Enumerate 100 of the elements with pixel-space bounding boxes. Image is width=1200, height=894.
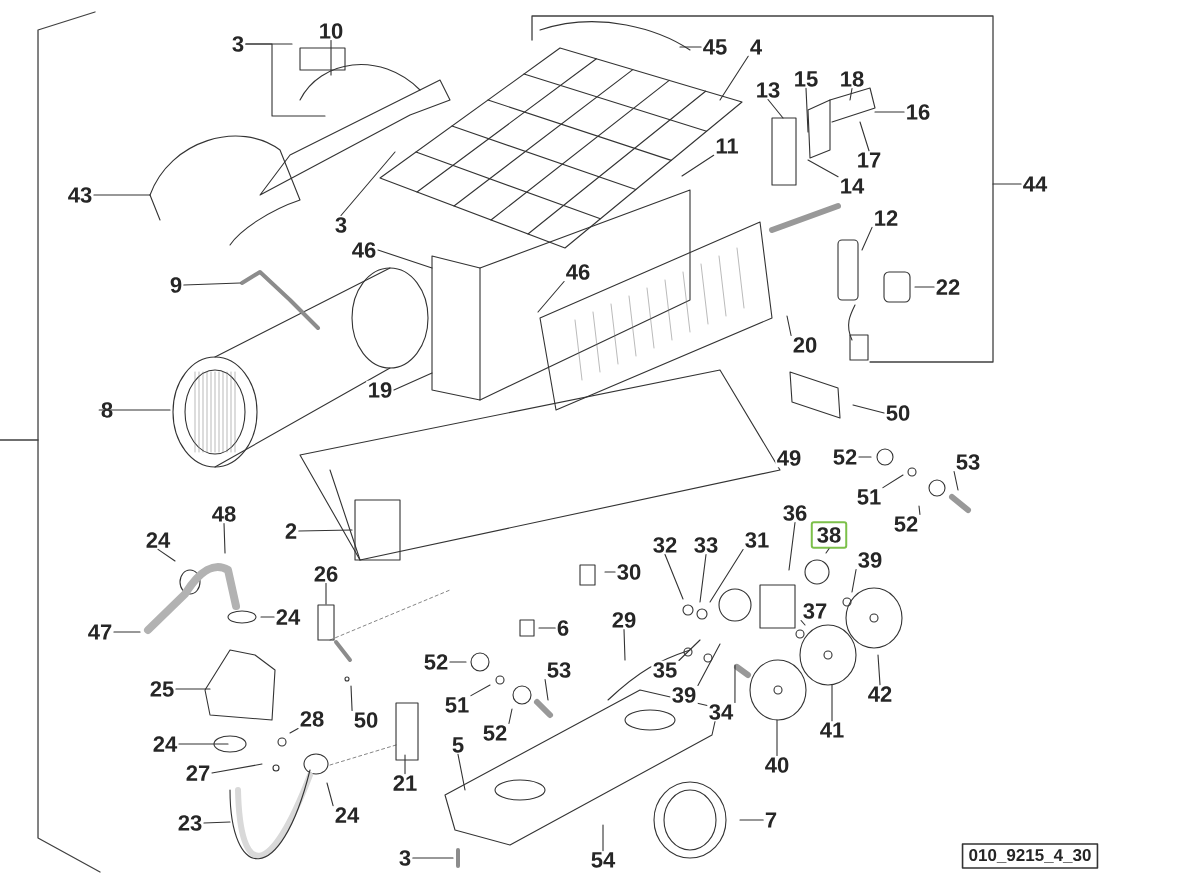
leader-line — [699, 553, 707, 603]
leader-line — [178, 743, 229, 745]
leader-line — [734, 664, 736, 704]
callout-number: 24 — [274, 607, 302, 627]
callout-number: 50 — [352, 710, 380, 730]
callout-number: 45 — [701, 37, 729, 57]
callout-number: 33 — [692, 535, 720, 555]
leader-line — [340, 151, 396, 217]
callout-number: 39 — [670, 685, 698, 705]
leader-line — [861, 226, 873, 251]
callout-number: 12 — [872, 208, 900, 228]
callout-number: 18 — [838, 69, 866, 89]
leader-line — [298, 529, 353, 532]
leader-line — [211, 763, 263, 774]
leader-line — [877, 654, 881, 686]
callout-number: 24 — [144, 530, 172, 550]
leader-line — [825, 548, 830, 554]
callout-number: 19 — [366, 380, 394, 400]
callout-number: 47 — [86, 622, 114, 642]
leader-line — [377, 249, 433, 269]
callout-number: 52 — [422, 652, 450, 672]
callout-number: 43 — [66, 185, 94, 205]
leader-line — [604, 571, 616, 573]
leader-line — [805, 87, 809, 133]
callout-number: 23 — [176, 813, 204, 833]
callout-number: 11 — [713, 136, 741, 156]
leader-line — [664, 553, 684, 600]
callout-number: 21 — [391, 773, 419, 793]
callout-number: 50 — [884, 403, 912, 423]
leader-line — [326, 782, 334, 807]
leader-line — [470, 684, 491, 697]
leader-line — [739, 819, 764, 821]
callout-number: 20 — [791, 335, 819, 355]
leader-line — [678, 639, 701, 662]
callout-number: 53 — [545, 660, 573, 680]
leader-line — [537, 280, 565, 313]
callout-number: 14 — [838, 176, 866, 196]
callout-number: 13 — [754, 80, 782, 100]
callout-number: 24 — [151, 734, 179, 754]
leader-line — [113, 631, 141, 633]
callout-number: 46 — [564, 262, 592, 282]
leader-line — [203, 821, 231, 824]
callout-number: 27 — [184, 763, 212, 783]
callout-number: 16 — [904, 102, 932, 122]
leader-line — [953, 470, 959, 491]
leader-line — [874, 111, 905, 113]
callout-number: 26 — [312, 564, 340, 584]
callout-number: 6 — [555, 618, 571, 638]
leader-line — [325, 582, 327, 605]
leader-line — [393, 372, 433, 391]
leader-line — [849, 87, 853, 101]
callout-number: 52 — [831, 447, 859, 467]
leader-line — [330, 39, 332, 76]
leader-line — [602, 824, 604, 852]
callout-number: 53 — [954, 452, 982, 472]
callout-number: 24 — [333, 805, 361, 825]
leader-line — [788, 521, 796, 571]
leader-line — [992, 183, 1022, 185]
callout-number: 44 — [1021, 174, 1049, 194]
callout-number: 34 — [707, 702, 735, 722]
callout-number: 30 — [615, 562, 643, 582]
leader-line — [914, 286, 935, 288]
leader-line — [183, 282, 241, 286]
leader-line — [800, 619, 806, 626]
callout-number: 40 — [763, 755, 791, 775]
callout-number: 48 — [210, 504, 238, 524]
leader-line — [852, 404, 885, 414]
callout-number: 32 — [651, 535, 679, 555]
callout-number: 7 — [763, 810, 779, 830]
leader-line — [709, 548, 744, 603]
callout-number: 22 — [934, 277, 962, 297]
leader-line — [681, 154, 715, 177]
callout-number: 46 — [350, 240, 378, 260]
leader-line — [831, 684, 833, 722]
leader-line — [457, 753, 466, 791]
callout-number: 51 — [443, 695, 471, 715]
leader-line — [719, 55, 749, 101]
leader-line — [538, 627, 556, 629]
callout-number: 31 — [743, 530, 771, 550]
leader-line — [93, 194, 151, 196]
callout-number: 3 — [333, 215, 349, 235]
leader-line — [776, 719, 778, 757]
callout-number: 2 — [283, 521, 299, 541]
callout-number: 28 — [298, 709, 326, 729]
leader-line — [851, 568, 857, 593]
leader-line — [449, 661, 467, 663]
callout-number: 29 — [610, 610, 638, 630]
callout-number: 37 — [801, 601, 829, 621]
callout-number: 10 — [317, 21, 345, 41]
leader-line — [859, 121, 870, 152]
callout-number: 36 — [781, 503, 809, 523]
leader-line — [767, 98, 784, 119]
leader-line — [260, 616, 275, 618]
callout-number: 41 — [818, 720, 846, 740]
callout-number: 3 — [397, 848, 413, 868]
callout-number: 51 — [855, 487, 883, 507]
leader-line — [223, 522, 226, 554]
leader-line — [623, 628, 626, 661]
drawing-number-box: 010_9215_4_30 — [961, 843, 1099, 869]
callout-number: 5 — [450, 735, 466, 755]
